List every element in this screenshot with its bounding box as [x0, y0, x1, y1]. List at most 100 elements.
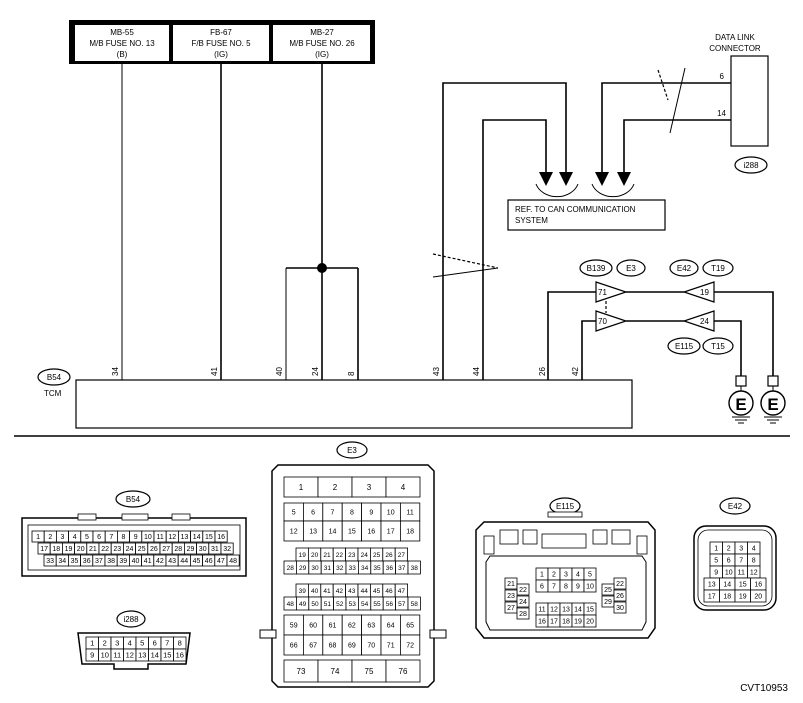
connector-pin: 5	[588, 572, 592, 579]
connector-pin: 22	[616, 581, 624, 588]
connector-pin: 10	[586, 584, 594, 591]
connector-pin: 40	[132, 558, 140, 565]
b54-label: B54	[126, 495, 141, 504]
fuse-3-name: MB-27	[310, 28, 334, 37]
connector-pin: 37	[95, 558, 103, 565]
connector-pin: 12	[126, 651, 134, 660]
tcm-pin-42: 42	[571, 367, 580, 376]
connector-pin: 34	[58, 558, 66, 565]
connector-pin: 8	[122, 534, 126, 541]
connector-pin: 9	[576, 584, 580, 591]
connector-pin: 16	[538, 619, 546, 626]
connector-pin: 1	[540, 572, 544, 579]
connector-pin: 34	[361, 565, 369, 572]
connector-pin: 26	[385, 552, 393, 559]
connector-pin: 2	[103, 639, 107, 648]
fuse-3-label: M/B FUSE NO. 26	[289, 39, 355, 48]
connector-pin: 65	[406, 623, 414, 630]
splice-point	[317, 263, 327, 273]
connector-pin: 32	[336, 565, 344, 572]
ground-e-1: E	[735, 395, 746, 414]
connector-pin: 76	[399, 667, 408, 676]
pin-71: 71	[598, 288, 607, 297]
connector-pin: 40	[311, 588, 319, 595]
connector-pin: 42	[336, 588, 344, 595]
connector-pin: 4	[752, 546, 756, 553]
connector-pin: 66	[290, 643, 298, 650]
connector-pin: 29	[187, 546, 195, 553]
conn-t15: T15	[711, 342, 725, 351]
connector-pin: 42	[156, 558, 164, 565]
fuse-1-label: M/B FUSE NO. 13	[89, 39, 155, 48]
connector-pin: 4	[401, 483, 406, 492]
connector-pin: 15	[586, 607, 594, 614]
connector-pin: 12	[168, 534, 176, 541]
connector-pin: 17	[550, 619, 558, 626]
figure-code: CVT10953	[740, 683, 788, 694]
connector-pin: 21	[507, 581, 515, 588]
tcm-connector-id: B54	[47, 373, 62, 382]
dlc-title-1: DATA LINK	[715, 33, 755, 42]
connector-pin: 12	[290, 529, 298, 536]
connector-pin: 68	[329, 643, 337, 650]
connector-pin: 29	[604, 599, 612, 606]
connector-pin: 18	[52, 546, 60, 553]
connector-pin: 36	[83, 558, 91, 565]
connector-pin: 53	[349, 601, 357, 608]
connector-pin: 7	[331, 510, 335, 517]
connector-pin: 43	[168, 558, 176, 565]
connector-pin: 5	[292, 510, 296, 517]
connector-pin: 18	[562, 619, 570, 626]
conn-e115: E115	[675, 342, 694, 351]
connector-pin: 3	[115, 639, 119, 648]
connector-pin: 7	[739, 558, 743, 565]
can-reference-box: REF. TO CAN COMMUNICATION SYSTEM	[507, 199, 666, 231]
connector-pin: 16	[217, 534, 225, 541]
connector-pin: 11	[113, 651, 121, 660]
connector-pin: 15	[205, 534, 213, 541]
connector-pin: 64	[387, 623, 395, 630]
connector-pin: 75	[365, 667, 374, 676]
connector-pin: 17	[40, 546, 48, 553]
connector-pin: 7	[165, 639, 169, 648]
connector-pin: 19	[739, 594, 747, 601]
joint-connectors: B139 E3 E42 T19 E115 T15 71 70 19 24 E E	[547, 259, 786, 424]
connector-pin: 20	[754, 594, 762, 601]
connector-pin: 46	[205, 558, 213, 565]
connector-pin: 45	[193, 558, 201, 565]
connector-pin: 6	[727, 558, 731, 565]
connector-pin: 9	[714, 570, 718, 577]
tcm-pin-43: 43	[432, 367, 441, 376]
connector-pin: 8	[564, 584, 568, 591]
connector-pin: 13	[708, 582, 716, 589]
connector-pin: 13	[309, 529, 317, 536]
connector-pin: 59	[290, 623, 298, 630]
connector-pin: 16	[367, 529, 375, 536]
connector-pin: 19	[65, 546, 73, 553]
connector-pin: 19	[299, 552, 307, 559]
connector-pin: 18	[406, 529, 414, 536]
e3-label: E3	[347, 446, 357, 455]
fuse-2-name: FB-67	[210, 28, 232, 37]
fuse-1-name: MB-55	[110, 28, 134, 37]
connector-pin: 8	[752, 558, 756, 565]
connector-pin: 11	[406, 510, 413, 517]
connector-pin: 44	[361, 588, 369, 595]
dlc-title-2: CONNECTOR	[709, 44, 761, 53]
connector-pin: 4	[576, 572, 580, 579]
connector-pin: 10	[387, 510, 395, 517]
connector-pin: 5	[714, 558, 718, 565]
connector-pin: 14	[151, 651, 159, 660]
connector-pin: 1	[299, 483, 304, 492]
connector-pin: 22	[101, 546, 109, 553]
connector-pin: 54	[361, 601, 369, 608]
connector-pin: 5	[85, 534, 89, 541]
connector-pin: 17	[387, 529, 395, 536]
connector-pin: 39	[119, 558, 127, 565]
connector-pin: 70	[367, 643, 375, 650]
connector-pin: 24	[361, 552, 369, 559]
connector-pin: 2	[48, 534, 52, 541]
